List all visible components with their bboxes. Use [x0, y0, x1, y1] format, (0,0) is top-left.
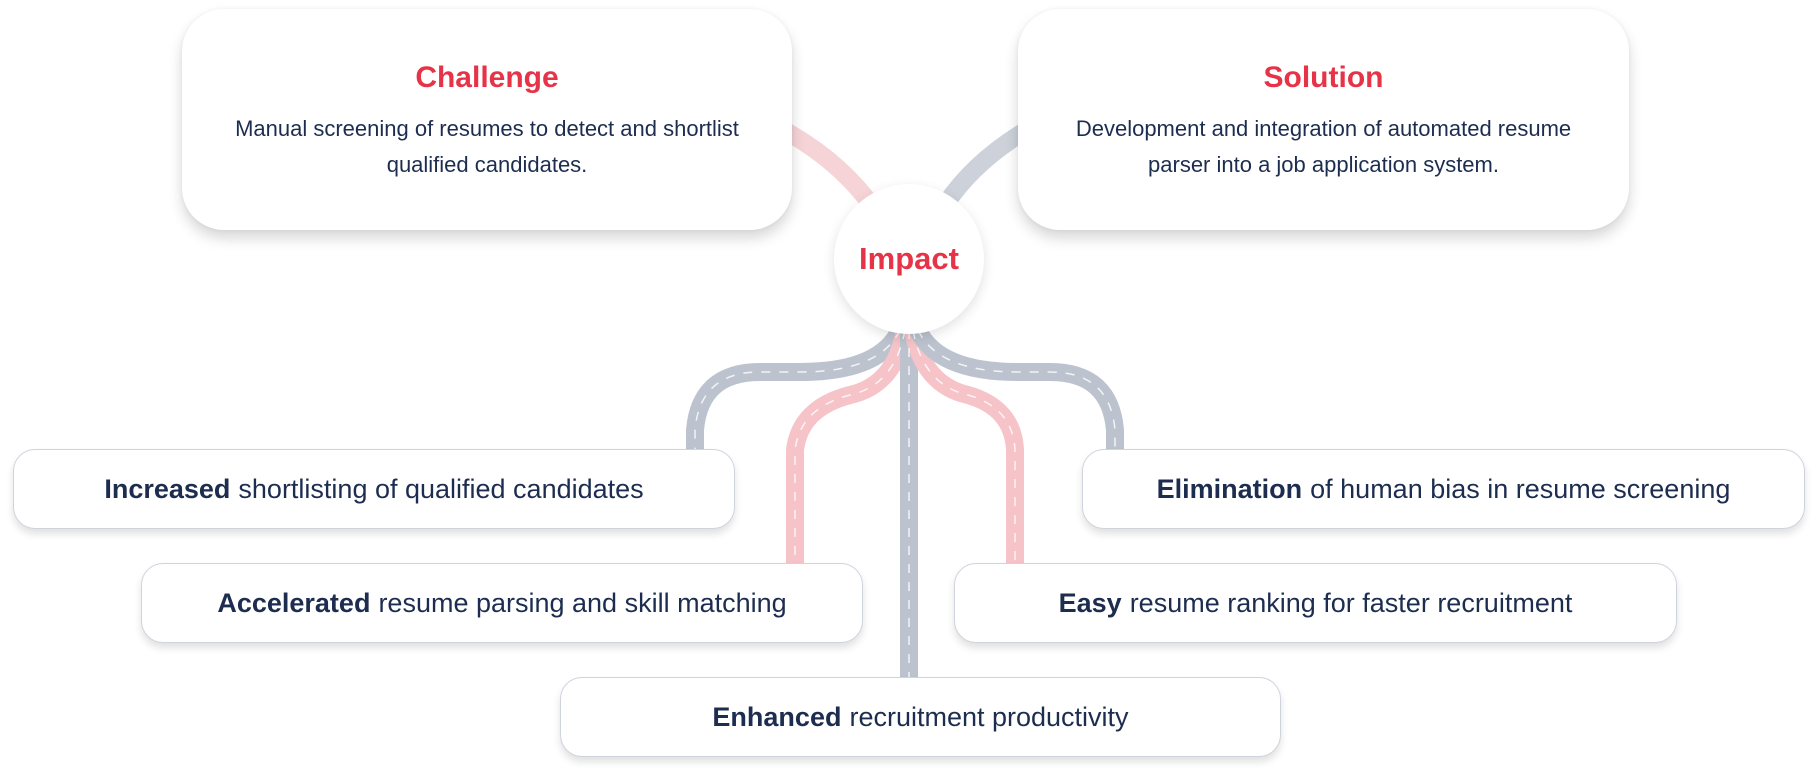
outcome-text: resume ranking for faster recruitment	[1129, 587, 1573, 618]
solution-text: Development and integration of automated…	[1075, 116, 1572, 177]
outcome-text: of human bias in resume screening	[1310, 473, 1731, 504]
outcome-text: recruitment productivity	[849, 701, 1129, 732]
outcome-bold: Increased	[104, 473, 231, 504]
challenge-text: Manual screening of resumes to detect an…	[235, 116, 739, 177]
challenge-card: Challenge Manual screening of resumes to…	[182, 9, 792, 230]
outcome-bold: Accelerated	[217, 587, 371, 618]
outcome-text: resume parsing and skill matching	[378, 587, 787, 618]
solution-title: Solution	[1263, 61, 1384, 94]
outcome-bold: Easy	[1058, 587, 1122, 618]
challenge-title: Challenge	[415, 61, 559, 94]
road-increased	[686, 325, 909, 452]
outcome-bold: Enhanced	[712, 701, 842, 732]
impact-circle: Impact	[834, 184, 984, 334]
road-challenge	[775, 120, 883, 216]
outcome-text: shortlisting of qualified candidates	[238, 473, 644, 504]
solution-card: Solution Development and integration of …	[1018, 9, 1629, 230]
outcome-bold: Elimination	[1156, 473, 1303, 504]
